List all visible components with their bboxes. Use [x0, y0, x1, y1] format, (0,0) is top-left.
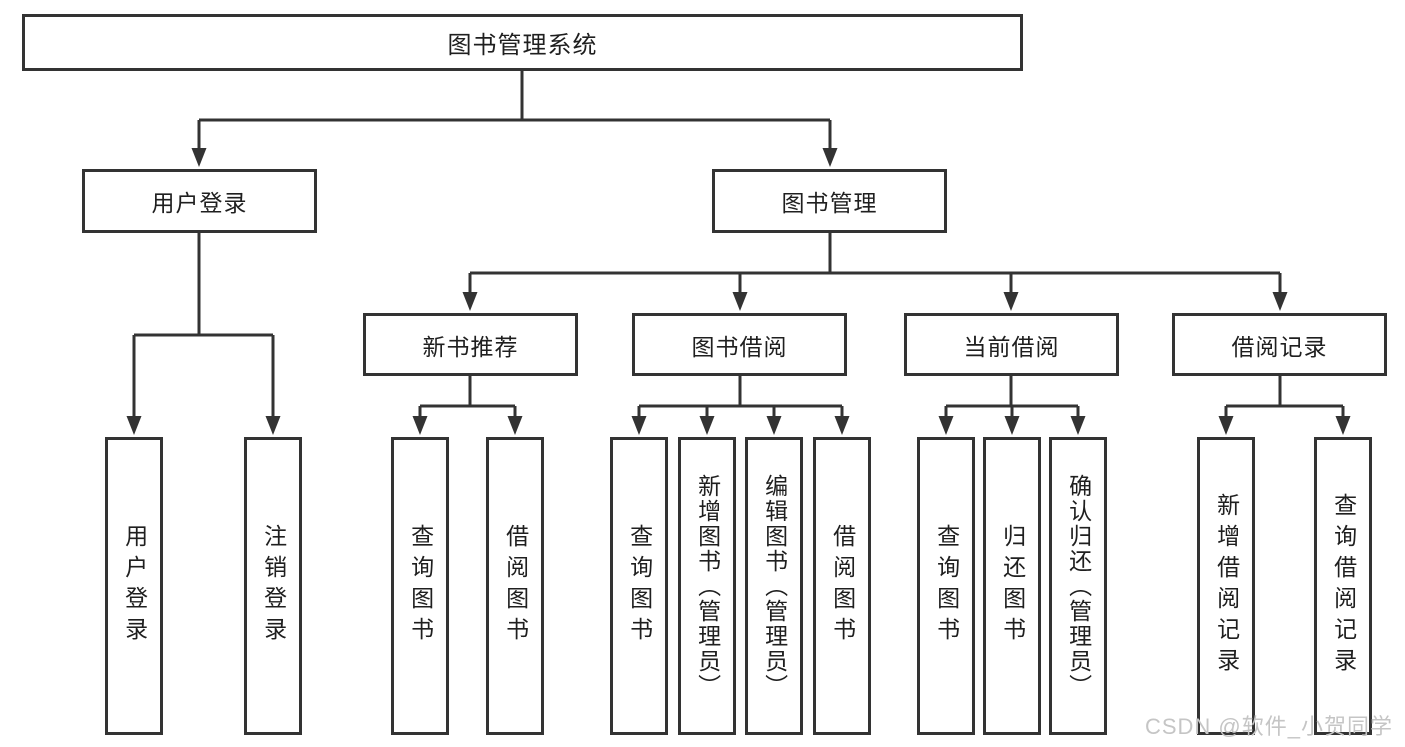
leaf-logout: 注销登录 — [244, 437, 302, 735]
arrowhead — [699, 416, 715, 435]
arrowhead — [631, 416, 647, 435]
node-label: 图书管理 — [781, 190, 878, 216]
node-label: 图书管理系统 — [447, 32, 598, 59]
arrowhead — [1070, 416, 1086, 435]
connector-root-to-level2 — [191, 71, 838, 167]
leaf-label: 借阅图书 — [502, 524, 529, 648]
leaf-label: 编辑图书（管理员） — [761, 473, 788, 699]
leaf-label: 查询图书 — [626, 524, 653, 648]
leaf-add-books-admin: 新增图书（管理员） — [678, 437, 736, 735]
leaf-label: 查询借阅记录 — [1330, 493, 1357, 679]
node-borrow-records: 借阅记录 — [1172, 313, 1387, 376]
leaf-return-books: 归还图书 — [983, 437, 1041, 735]
connector-borrow-records-children — [1218, 376, 1351, 435]
leaf-borrow-books-1: 借阅图书 — [486, 437, 544, 735]
arrowhead — [732, 292, 748, 311]
arrowhead — [265, 416, 281, 435]
connector-line — [197, 71, 832, 150]
leaf-add-borrow-record: 新增借阅记录 — [1197, 437, 1255, 735]
node-label: 新书推荐 — [422, 333, 519, 360]
leaf-label: 查询图书 — [933, 524, 960, 648]
arrowhead — [1004, 416, 1020, 435]
connector-line — [637, 376, 844, 418]
node-label: 借阅记录 — [1231, 333, 1328, 360]
leaf-label: 借阅图书 — [829, 524, 856, 648]
arrowhead — [766, 416, 782, 435]
node-current-borrow: 当前借阅 — [904, 313, 1119, 376]
leaf-label: 归还图书 — [999, 524, 1026, 648]
leaf-user-login: 用户登录 — [105, 437, 163, 735]
arrowhead — [1272, 292, 1288, 311]
leaf-edit-books-admin: 编辑图书（管理员） — [745, 437, 803, 735]
connector-current-borrow-children — [938, 376, 1086, 435]
arrowhead — [507, 416, 523, 435]
leaf-label: 用户登录 — [121, 524, 148, 648]
node-label: 图书借阅 — [691, 333, 788, 360]
arrowhead — [462, 292, 478, 311]
arrowhead — [191, 148, 207, 167]
arrowhead — [412, 416, 428, 435]
leaf-label: 确认归还（管理员） — [1065, 473, 1092, 699]
leaf-query-books-2: 查询图书 — [610, 437, 668, 735]
leaf-label: 新增图书（管理员） — [694, 473, 721, 699]
connector-line — [418, 376, 517, 418]
arrowhead — [1003, 292, 1019, 311]
arrowhead — [822, 148, 838, 167]
connector-line — [1224, 376, 1345, 418]
arrowhead — [126, 416, 142, 435]
leaf-query-books-1: 查询图书 — [391, 437, 449, 735]
connector-new-book-children — [412, 376, 523, 435]
arrowhead — [834, 416, 850, 435]
arrowhead — [938, 416, 954, 435]
connector-user-login-children — [126, 233, 281, 435]
node-label: 用户登录 — [151, 190, 248, 216]
node-label: 当前借阅 — [963, 333, 1060, 360]
leaf-label: 注销登录 — [260, 524, 287, 648]
connector-line — [944, 376, 1080, 418]
connector-book-management-children — [462, 233, 1288, 311]
arrowhead — [1218, 416, 1234, 435]
leaf-label: 新增借阅记录 — [1213, 493, 1240, 679]
node-library-management-system: 图书管理系统 — [22, 14, 1023, 71]
leaf-label: 查询图书 — [407, 524, 434, 648]
connector-line — [132, 233, 275, 418]
watermark: CSDN @软件_小贺同学 — [1144, 714, 1393, 739]
node-new-book-recommend: 新书推荐 — [363, 313, 578, 376]
node-user-login: 用户登录 — [82, 169, 317, 233]
connector-line — [468, 233, 1282, 293]
leaf-confirm-return-admin: 确认归还（管理员） — [1049, 437, 1107, 735]
leaf-borrow-books-2: 借阅图书 — [813, 437, 871, 735]
leaf-query-borrow-record: 查询借阅记录 — [1314, 437, 1372, 735]
arrowhead — [1335, 416, 1351, 435]
leaf-query-books-3: 查询图书 — [917, 437, 975, 735]
node-book-management: 图书管理 — [712, 169, 947, 233]
node-book-borrow: 图书借阅 — [632, 313, 847, 376]
connector-book-borrow-children — [631, 376, 850, 435]
